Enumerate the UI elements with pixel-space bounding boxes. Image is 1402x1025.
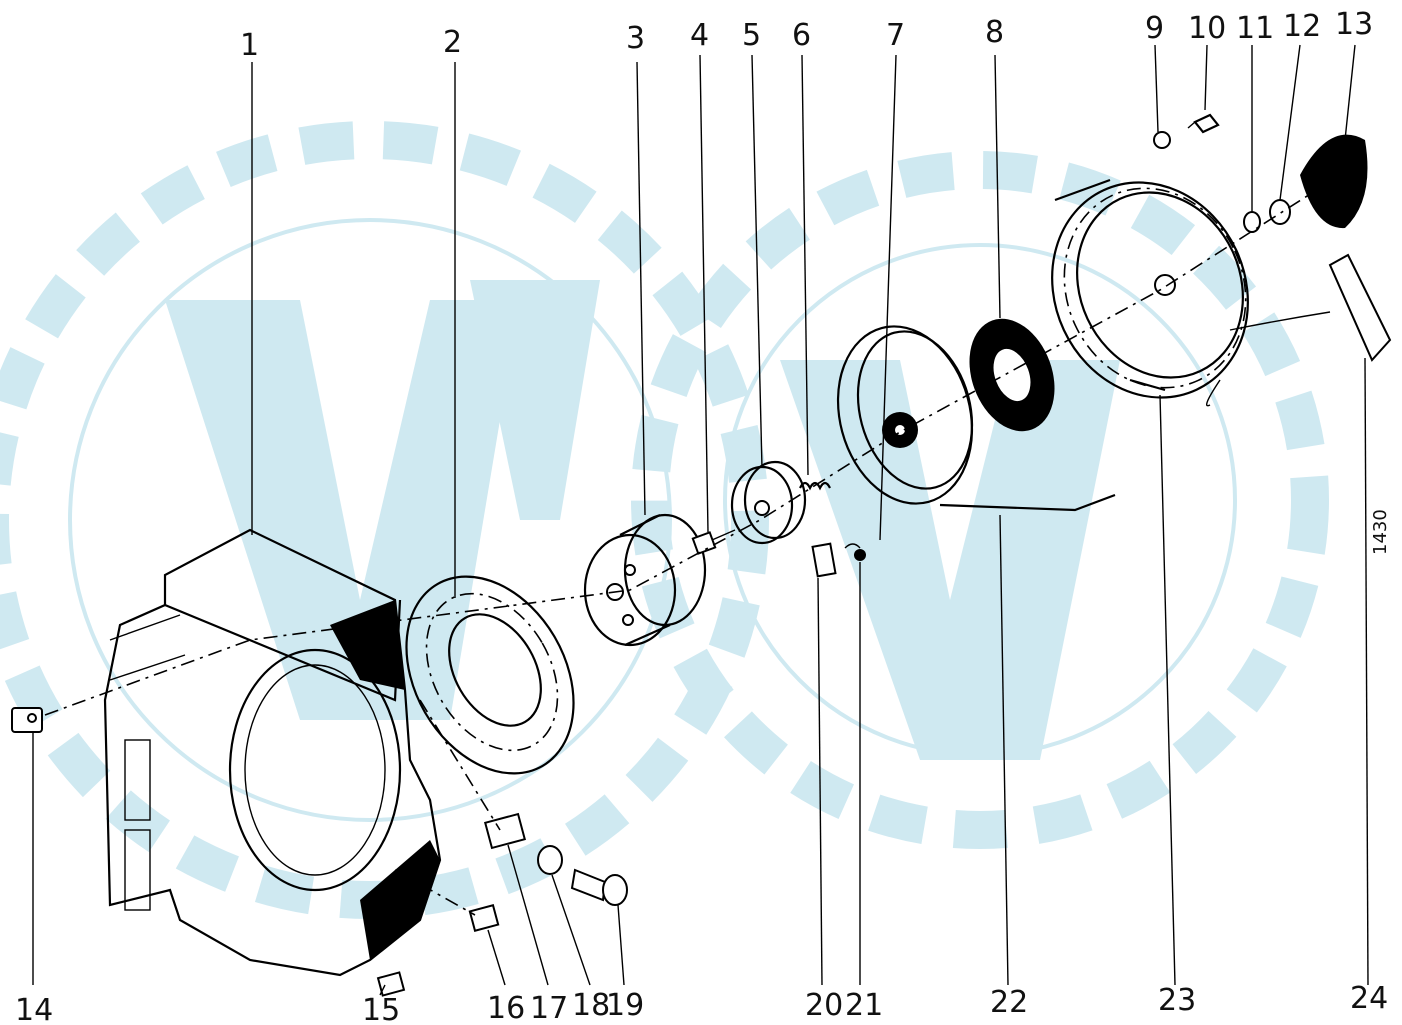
callout-10: 10: [1188, 11, 1226, 46]
recoil-spring: [969, 318, 1055, 432]
callout-8: 8: [985, 15, 1004, 50]
callout-21: 21: [845, 988, 883, 1023]
callout-14: 14: [15, 993, 53, 1025]
callout-16: 16: [487, 991, 525, 1025]
callout-2: 2: [443, 25, 462, 60]
callout-17: 17: [530, 991, 568, 1025]
callout-22: 22: [990, 985, 1028, 1020]
starter-housing: [1051, 178, 1249, 399]
small-spring: [799, 481, 831, 491]
pulley-cup: [583, 513, 707, 647]
callout-4: 4: [690, 18, 709, 53]
pawl-and-spring: [811, 542, 866, 578]
callout-7: 7: [886, 18, 905, 53]
callout-23: 23: [1158, 983, 1196, 1018]
callout-12: 12: [1283, 9, 1321, 44]
rope-pulley: [836, 325, 974, 505]
callout-15: 15: [362, 993, 400, 1025]
leader-lines: [32, 44, 1369, 996]
starter-handle: [1206, 253, 1392, 407]
hardware-lower: [11, 707, 628, 997]
callout-19: 19: [606, 988, 644, 1023]
watermark-logo: [0, 121, 1329, 919]
figure-id: 1430: [1370, 509, 1391, 555]
callout-24: 24: [1350, 981, 1388, 1016]
callout-5: 5: [742, 18, 761, 53]
assembly-axis: [44, 174, 1341, 916]
callout-3: 3: [626, 21, 645, 56]
callout-18: 18: [572, 988, 610, 1023]
callout-20: 20: [805, 988, 843, 1023]
callout-9: 9: [1145, 11, 1164, 46]
callout-6: 6: [792, 18, 811, 53]
callout-1: 1: [240, 28, 259, 63]
callout-13: 13: [1335, 7, 1373, 42]
starter-rope: [939, 493, 1116, 512]
grille-cover: [405, 575, 575, 775]
screw: [691, 529, 736, 555]
hardware-top: [1153, 113, 1368, 233]
callout-numbers: 1 2 3 4 5 6 7 8 9 10 11 12 13 14 15 16 1…: [15, 7, 1388, 1025]
callout-11: 11: [1236, 11, 1274, 46]
